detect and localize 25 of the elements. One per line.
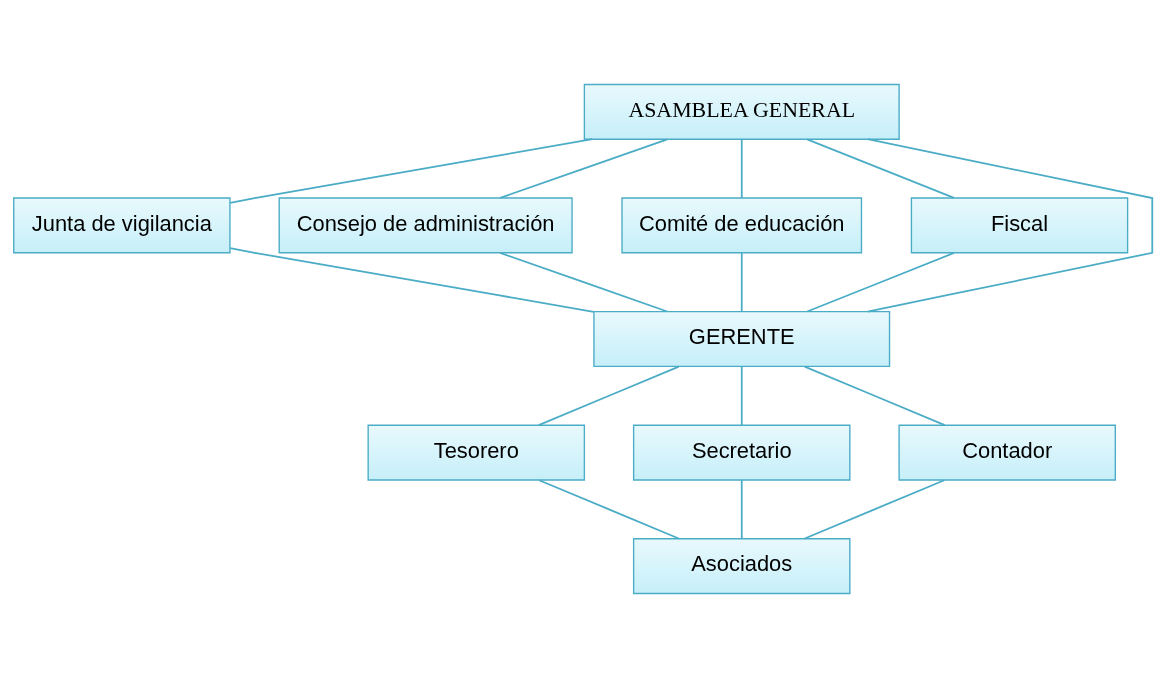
connector [499, 251, 669, 312]
connector [866, 137, 1154, 312]
node-box: Contador [898, 424, 1116, 481]
connector [499, 137, 669, 199]
connector [229, 246, 595, 313]
node-box: Comité de educación [621, 196, 863, 253]
node-box: GERENTE [593, 310, 891, 367]
node-box: Consejo de administración [278, 196, 573, 253]
connector [537, 365, 680, 426]
connector [740, 138, 743, 199]
node-box: Asociados [632, 537, 851, 594]
connector [538, 478, 681, 540]
connector [229, 137, 594, 204]
node-box: Junta de vigilancia [13, 196, 231, 253]
node-box: ASAMBLEA GENERAL [583, 83, 900, 140]
connector [806, 251, 955, 312]
connector [803, 478, 946, 540]
connector [740, 251, 743, 312]
node-box: Fiscal [910, 196, 1129, 253]
connector [806, 137, 955, 199]
connector [740, 365, 743, 426]
connector [740, 478, 743, 540]
connector [803, 365, 946, 426]
node-box: Tesorero [367, 424, 586, 481]
node-box: Secretario [632, 424, 851, 481]
